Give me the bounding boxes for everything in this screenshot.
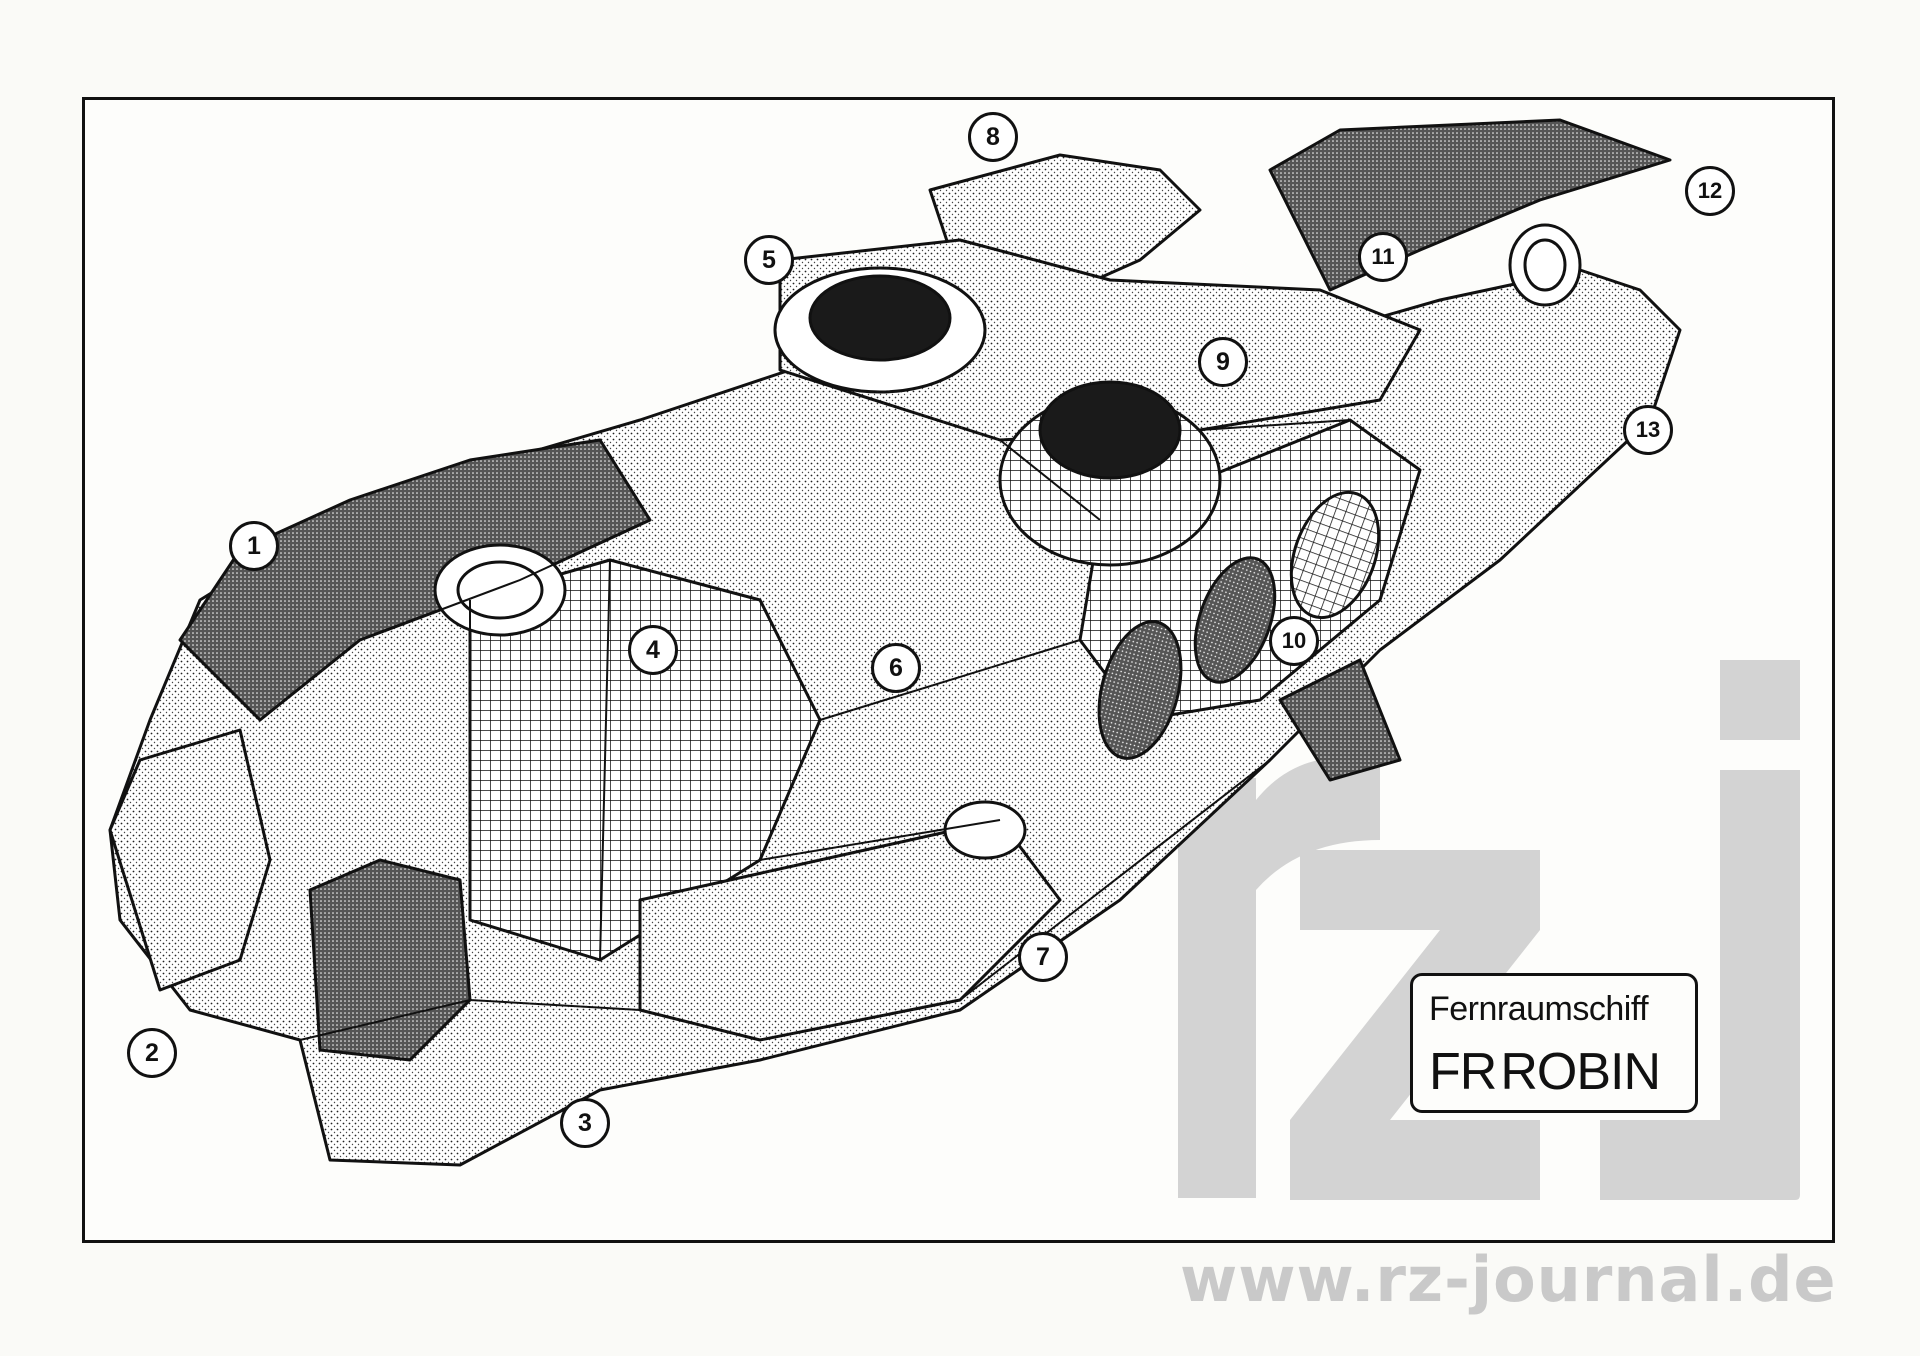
callout-12: 12	[1685, 166, 1735, 216]
ship-name-text: ROBIN	[1500, 1043, 1661, 1101]
ship-prefix: FR	[1429, 1043, 1497, 1101]
watermark-url: www.rz-journal.de	[1180, 1243, 1837, 1316]
callout-10: 10	[1269, 616, 1319, 666]
callout-9: 9	[1198, 337, 1248, 387]
title-line1: Fernraumschiff	[1429, 990, 1649, 1028]
ship-name: FR ROBIN	[1429, 1042, 1661, 1102]
callout-1: 1	[229, 521, 279, 571]
callout-7: 7	[1018, 932, 1068, 982]
callout-2: 2	[127, 1028, 177, 1078]
title-box: Fernraumschiff FR ROBIN	[1410, 973, 1698, 1113]
callout-8: 8	[968, 112, 1018, 162]
callout-5: 5	[744, 235, 794, 285]
callout-3: 3	[560, 1098, 610, 1148]
callout-11: 11	[1358, 232, 1408, 282]
callout-6: 6	[871, 643, 921, 693]
callout-13: 13	[1623, 405, 1673, 455]
callout-4: 4	[628, 625, 678, 675]
